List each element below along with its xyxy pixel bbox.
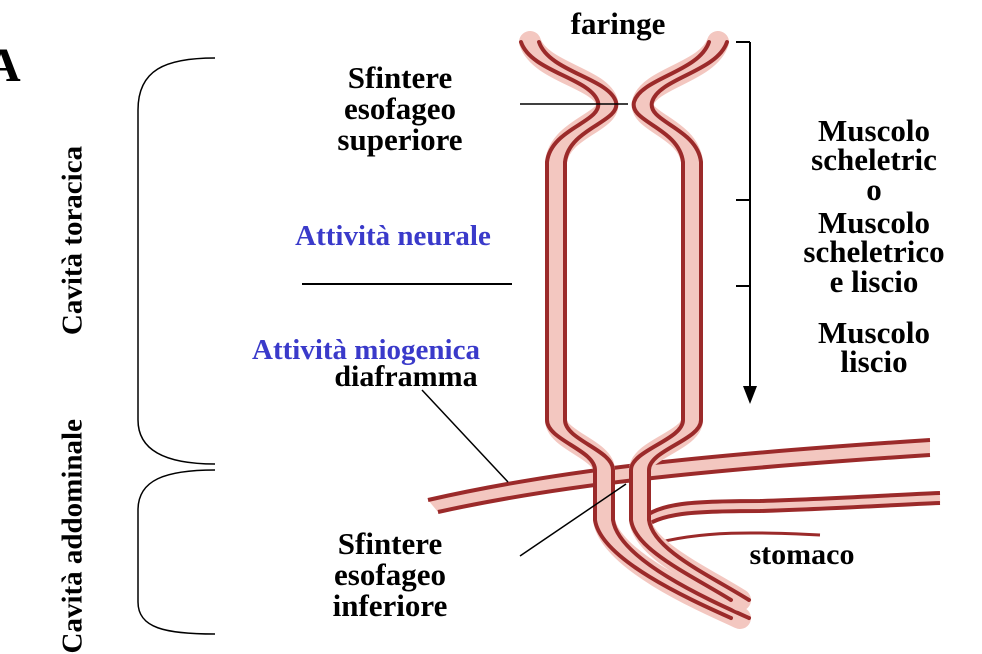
muscle-zone-arrow-head bbox=[743, 386, 757, 404]
thoracic-cavity-text: Cavità toracica bbox=[57, 146, 89, 335]
muscle-zone-skeletal-line-2: scheletric bbox=[784, 145, 964, 174]
muscle-zone-skeletal-line-3: o bbox=[784, 175, 964, 204]
muscle-zone-smooth-line-1: Muscolo bbox=[784, 318, 964, 347]
panel-letter: A bbox=[0, 38, 21, 93]
abdominal-cavity-label: Cavità addominale bbox=[59, 424, 88, 654]
muscle-zone-mixed-line-1: Muscolo bbox=[784, 208, 964, 237]
muscle-zone-skeletal: Muscolo scheletric o bbox=[784, 116, 964, 204]
stomach-label: stomaco bbox=[712, 540, 892, 570]
muscle-zone-scale bbox=[736, 42, 750, 392]
abdominal-cavity-text: Cavità addominale bbox=[57, 419, 89, 653]
muscle-zone-skeletal-line-1: Muscolo bbox=[784, 116, 964, 145]
thoracic-cavity-label: Cavità toracica bbox=[59, 146, 88, 336]
lower-sphincter-label: Sfintere esofageo inferiore bbox=[290, 528, 490, 621]
upper-sphincter-line-1: Sfintere bbox=[300, 62, 500, 93]
lower-sphincter-line-3: inferiore bbox=[290, 590, 490, 621]
abdominal-cavity-brace bbox=[138, 470, 215, 634]
muscle-zone-mixed: Muscolo scheletrico e liscio bbox=[784, 208, 964, 296]
muscle-zone-smooth: Muscolo liscio bbox=[784, 318, 964, 377]
lower-sphincter-line-1: Sfintere bbox=[290, 528, 490, 559]
thoracic-cavity-brace bbox=[138, 58, 215, 464]
upper-sphincter-label: Sfintere esofageo superiore bbox=[300, 62, 500, 155]
diaphragm-pointer bbox=[422, 390, 508, 482]
neural-activity-label: Attività neurale bbox=[248, 222, 538, 251]
muscle-zone-mixed-line-2: scheletrico bbox=[784, 237, 964, 266]
pharynx-label: faringe bbox=[548, 8, 688, 39]
diaphragm-label: diaframma bbox=[306, 362, 506, 392]
upper-sphincter-line-2: esofageo bbox=[300, 93, 500, 124]
lower-sphincter-line-2: esofageo bbox=[290, 559, 490, 590]
muscle-zone-smooth-line-2: liscio bbox=[784, 347, 964, 376]
upper-sphincter-line-3: superiore bbox=[300, 124, 500, 155]
muscle-zone-mixed-line-3: e liscio bbox=[784, 267, 964, 296]
